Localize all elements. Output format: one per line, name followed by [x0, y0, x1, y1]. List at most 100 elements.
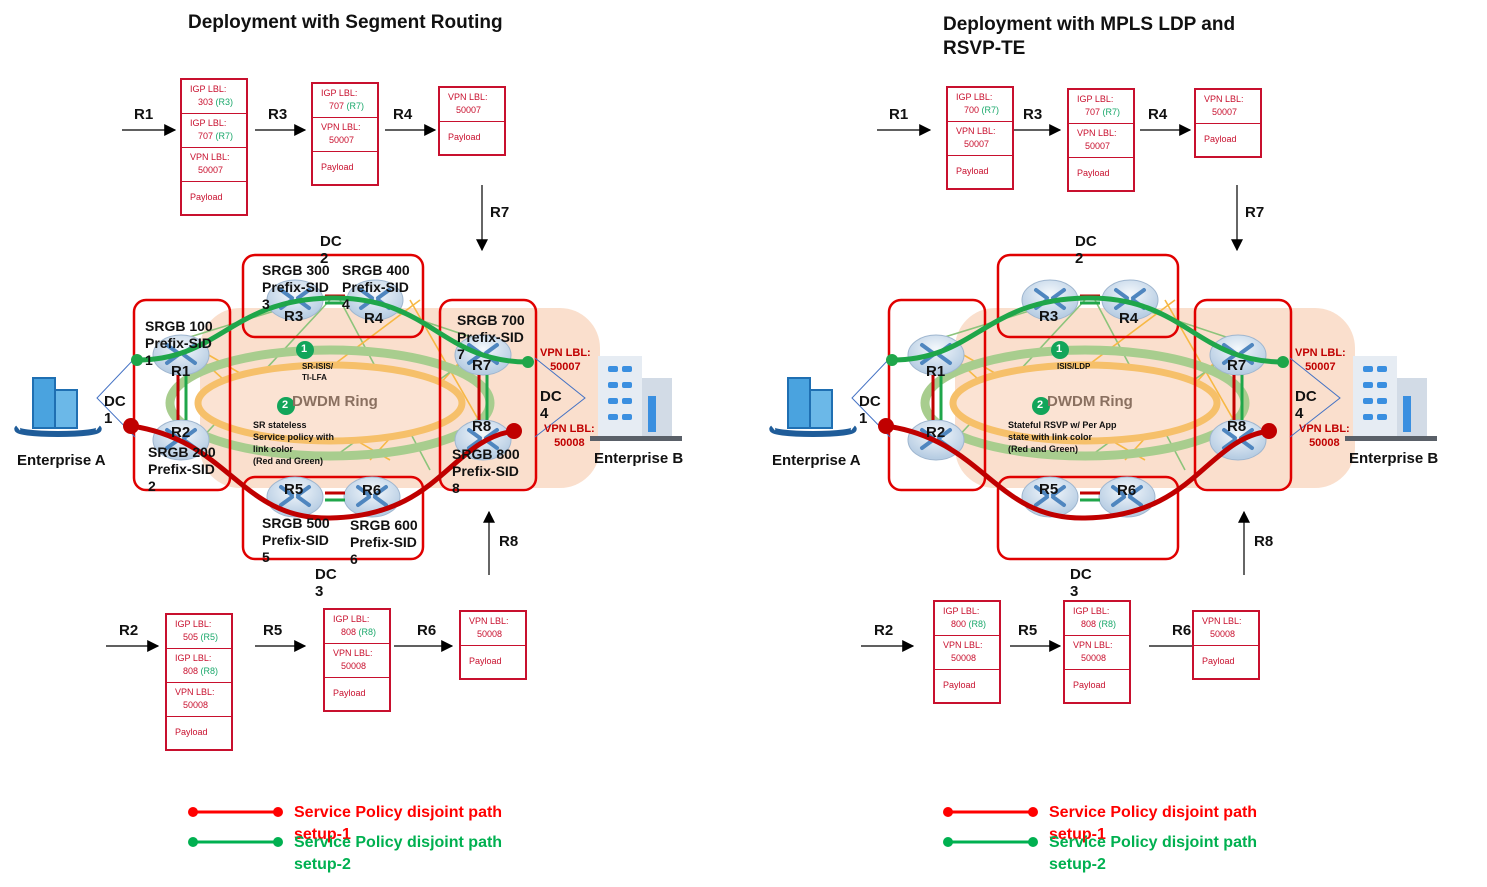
- label-cell: VPN LBL: 50007: [182, 148, 246, 182]
- label-stack: IGP LBL:505 (R5)IGP LBL:808 (R8)VPN LBL:…: [165, 613, 233, 751]
- dc3-label: DC 3: [1070, 566, 1092, 600]
- router-r7-arrows-icon: [467, 343, 499, 365]
- red-path-endpoint: [506, 423, 522, 439]
- label-key: VPN LBL:: [448, 92, 488, 102]
- window: [1377, 414, 1387, 420]
- red-disjoint-path: [130, 423, 515, 521]
- dc4-link: [534, 357, 586, 438]
- label-value: 808 (R8): [1081, 619, 1117, 629]
- router-r3-arrows-icon: [279, 288, 311, 310]
- hop-label: R8: [499, 533, 519, 550]
- enterprise-b-label: Enterprise B: [594, 450, 684, 467]
- ring-label: DWDM Ring: [1047, 393, 1133, 410]
- window: [1363, 414, 1373, 420]
- enterprise-a-icon-base: [14, 425, 102, 437]
- label-value: 50008: [1210, 629, 1236, 639]
- window: [1377, 382, 1387, 388]
- label-cell: IGP LBL:505 (R5): [167, 615, 231, 649]
- label-tag: (R8): [200, 666, 219, 676]
- enterprise-b-icon-wall: [1353, 356, 1397, 438]
- vpn-label-bottom: VPN LBL: 50008: [544, 423, 595, 449]
- router-r7-arrows-icon: [1222, 343, 1254, 365]
- legend-green-dot: [273, 837, 283, 847]
- label-key: VPN LBL:: [321, 122, 361, 132]
- label-stack: IGP LBL: 707 (R7) VPN LBL:50007 Payload: [1067, 88, 1135, 192]
- router-r2-arrows-icon: [920, 428, 952, 450]
- dc4-label: DC 4: [1295, 388, 1317, 422]
- router-label-r1: R1: [171, 363, 191, 380]
- router-label-r5: R5: [1039, 481, 1059, 498]
- red-path-endpoint: [878, 418, 894, 434]
- vpn-label-bottom: VPN LBL: 50008: [1299, 423, 1350, 449]
- label-value: 50008: [477, 629, 503, 639]
- ring-label: DWDM Ring: [292, 393, 378, 410]
- label-stack: VPN LBL:50007 Payload: [438, 86, 506, 156]
- label-value: 707 (R7): [1085, 107, 1121, 117]
- label-cell: VPN LBL:50007: [1069, 124, 1133, 158]
- window: [608, 382, 618, 388]
- label-key: IGP LBL:: [956, 92, 993, 102]
- label-value: 808 (R8): [341, 627, 377, 637]
- payload-cell: Payload: [1077, 168, 1110, 178]
- srgb-label-r1: SRGB 100 Prefix-SID 1: [145, 318, 213, 368]
- step-1-badge: [296, 341, 314, 359]
- green-disjoint-path: [136, 295, 529, 365]
- label-key: IGP LBL:: [333, 614, 370, 624]
- green-path-endpoint: [522, 356, 534, 368]
- step-2-badge: [277, 397, 295, 415]
- enterprise-b-icon-wall: [598, 356, 642, 438]
- router-r8-arrows-icon: [1222, 428, 1254, 450]
- srgb-label-r4: SRGB 400 Prefix-SID 4: [342, 262, 410, 312]
- label-key: VPN LBL:: [469, 616, 509, 626]
- label-cell: VPN LBL:50007: [313, 118, 377, 152]
- dc1-label: DC 1: [104, 393, 126, 427]
- label-cell: IGP LBL:808 (R8): [167, 649, 231, 683]
- router-r5-arrows-icon: [1034, 485, 1066, 507]
- label-tag: (R7): [981, 105, 1000, 115]
- label-value: 50008: [1081, 653, 1107, 663]
- hop-label: R1: [134, 106, 154, 123]
- red-path-endpoint: [1261, 423, 1277, 439]
- window: [608, 398, 618, 404]
- window: [622, 382, 632, 388]
- label-tag: (R7): [215, 131, 234, 141]
- label-cell: VPN LBL: 50007: [440, 88, 504, 122]
- label-value: 800 (R8): [951, 619, 987, 629]
- label-tag: (R7): [346, 101, 365, 111]
- label-value: 50008: [951, 653, 977, 663]
- router-r6-arrows-icon: [1111, 485, 1143, 507]
- enterprise-a-label: Enterprise A: [17, 452, 106, 469]
- hop-label: R4: [1148, 106, 1168, 123]
- label-tag: (R8): [358, 627, 377, 637]
- label-value: 303 (R3): [198, 97, 234, 107]
- label-stack: VPN LBL: 50008 Payload: [459, 610, 527, 680]
- dc4-box: [438, 298, 538, 492]
- window: [608, 414, 618, 420]
- step-1-note: SR-ISIS/ TI-LFA: [302, 362, 334, 382]
- label-value: 50008: [341, 661, 367, 671]
- dc3-box: [241, 475, 425, 561]
- hop-label: R7: [490, 204, 510, 221]
- label-cell: IGP LBL: 808 (R8): [325, 610, 389, 644]
- router-label-r3: R3: [1039, 308, 1059, 325]
- window: [1363, 382, 1373, 388]
- legend-item-2: Service Policy disjoint path setup-2: [1049, 834, 1258, 873]
- label-cell: VPN LBL:50008: [325, 644, 389, 678]
- payload-cell: Payload: [469, 656, 502, 666]
- enterprise-a-icon-tower: [32, 377, 56, 429]
- hop-label: R2: [119, 622, 139, 639]
- label-key: IGP LBL:: [1077, 94, 1114, 104]
- srgb-label-r3: SRGB 300 Prefix-SID 3: [262, 262, 330, 312]
- label-key: VPN LBL:: [1204, 94, 1244, 104]
- payload-cell: Payload: [943, 680, 976, 690]
- label-key: VPN LBL:: [190, 152, 230, 162]
- enterprise-b-label: Enterprise B: [1349, 450, 1439, 467]
- router-label-r3: R3: [284, 308, 304, 325]
- green-path-endpoint: [131, 354, 143, 366]
- enterprise-b-icon-ground: [1345, 436, 1437, 441]
- label-stack: IGP LBL:707 (R7)VPN LBL:50007 Payload: [311, 82, 379, 186]
- dwdm-ring-inner: [194, 361, 466, 445]
- label-value: 50007: [198, 165, 224, 175]
- window: [1403, 396, 1411, 432]
- label-value: 50007: [456, 105, 482, 115]
